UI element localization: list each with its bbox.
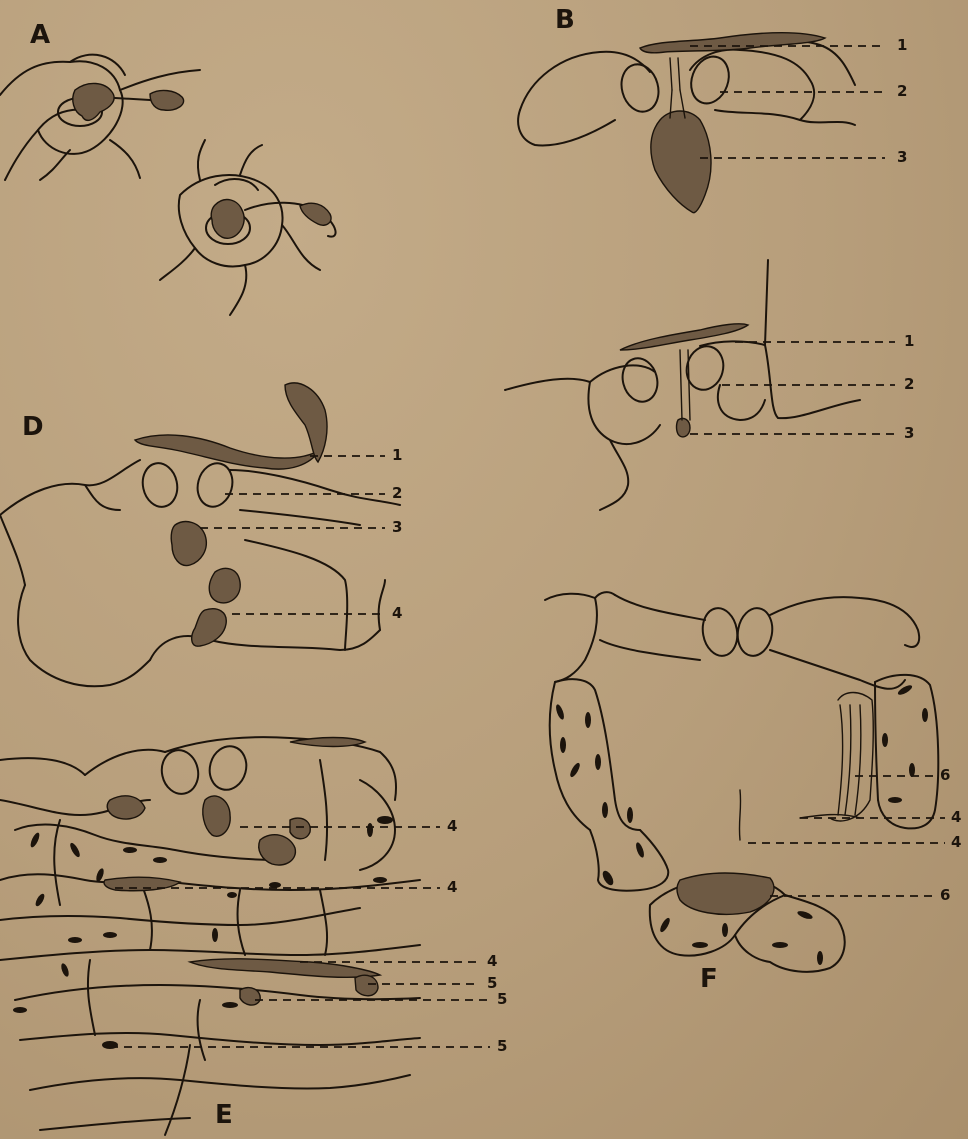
callout-b-2: 2 — [897, 82, 907, 100]
callout-f-4a: 4 — [951, 808, 961, 826]
callout-e-5b: 5 — [497, 990, 507, 1008]
callout-f-4b: 4 — [951, 833, 961, 851]
panel-c-drawing — [505, 260, 895, 510]
callout-e-4c: 4 — [487, 952, 497, 970]
panel-letter-d: D — [22, 412, 44, 442]
panel-letter-b: B — [555, 5, 575, 35]
panel-d-drawing — [0, 383, 400, 686]
callout-d-1: 1 — [392, 446, 402, 464]
panel-b-drawing — [518, 33, 885, 213]
callout-c-2: 2 — [904, 375, 914, 393]
callout-b-3: 3 — [897, 148, 907, 166]
callout-f-6a: 6 — [940, 766, 950, 784]
callout-e-4b: 4 — [447, 878, 457, 896]
callout-f-6b: 6 — [940, 886, 950, 904]
callout-d-3: 3 — [392, 518, 402, 536]
panel-letter-f: F — [700, 964, 718, 994]
callout-e-4a: 4 — [447, 817, 457, 835]
panel-f-drawing — [545, 592, 945, 972]
callout-c-1: 1 — [904, 332, 914, 350]
callout-e-5a: 5 — [487, 974, 497, 992]
panel-letter-e: E — [215, 1100, 233, 1130]
callout-e-5c: 5 — [497, 1037, 507, 1055]
callout-c-3: 3 — [904, 424, 914, 442]
callout-d-4: 4 — [392, 604, 402, 622]
panel-e-drawing — [0, 737, 490, 1135]
callout-b-1: 1 — [897, 36, 907, 54]
panel-letter-a: A — [30, 20, 50, 50]
panel-a-drawing — [0, 55, 336, 315]
callout-d-2: 2 — [392, 484, 402, 502]
